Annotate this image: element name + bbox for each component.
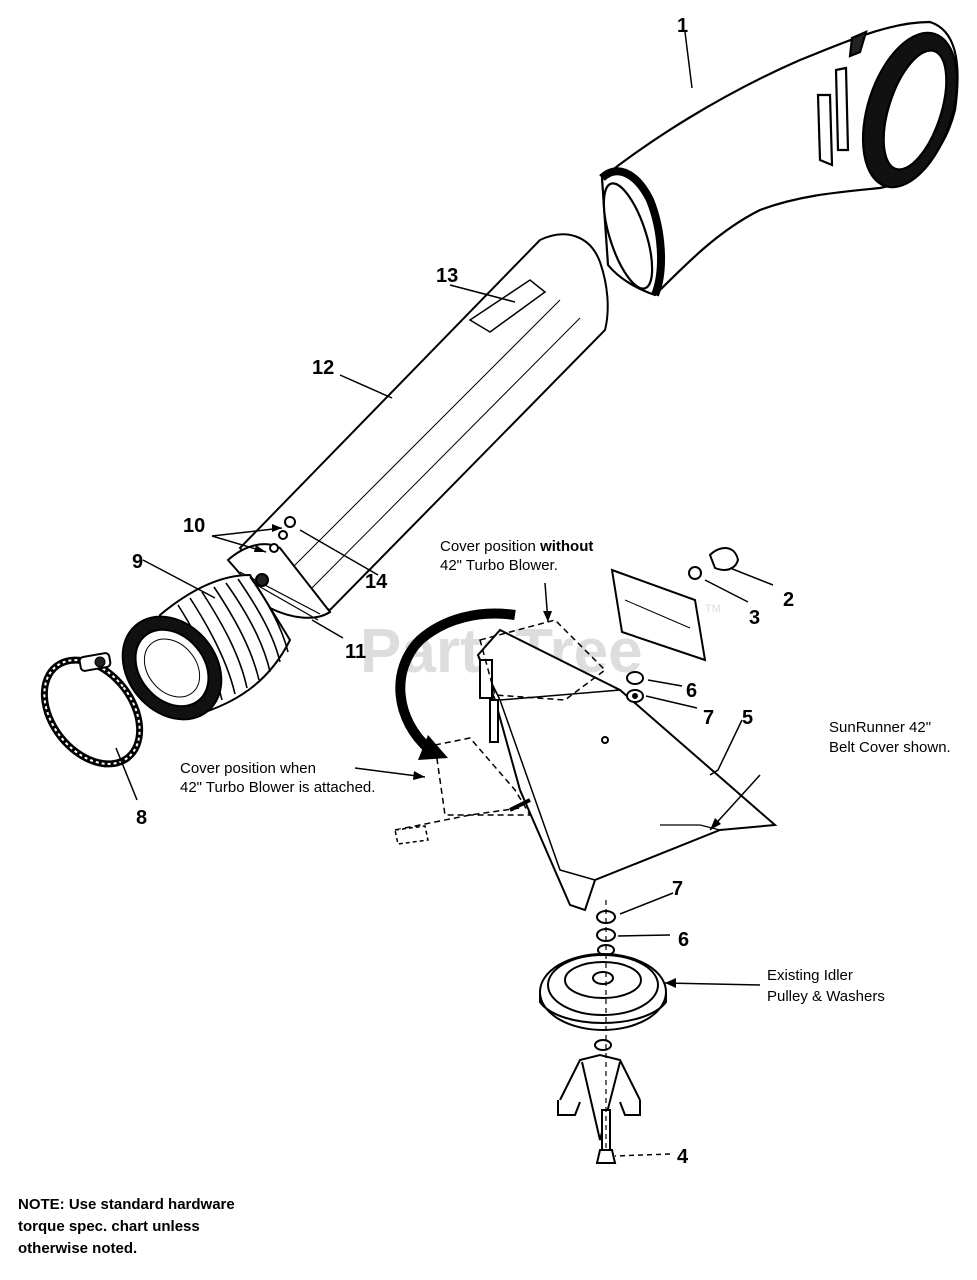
- caption-idler-line1: Existing Idler: [767, 967, 853, 984]
- caption-when-line2: 42" Turbo Blower is attached.: [180, 779, 375, 796]
- side-spring-part: [509, 798, 531, 812]
- part-number-6-lower: 6: [678, 929, 689, 951]
- rotation-arrow-icon: [395, 608, 516, 760]
- note-line-1: NOTE: Use standard hardware: [18, 1196, 235, 1213]
- deflector-elbow-part: [599, 20, 959, 297]
- dashed-cover-outline: [394, 737, 532, 831]
- leader-lines: [115, 31, 774, 1157]
- caption-when-line1: Cover position when: [180, 760, 316, 777]
- part-number-7-lower: 7: [672, 878, 683, 900]
- leader-arrowheads: [254, 524, 721, 988]
- side-bolt-part: [394, 825, 429, 845]
- part-number-8: 8: [136, 807, 147, 829]
- hardware-note: NOTE: Use standard hardware torque spec.…: [18, 1194, 338, 1260]
- caption-idler-line2: Pulley & Washers: [767, 988, 885, 1005]
- part-number-10: 10: [183, 515, 205, 537]
- part-number-9: 9: [132, 551, 143, 573]
- watermark-tm: TM: [705, 603, 721, 615]
- part-number-3: 3: [749, 607, 760, 629]
- belt-cover-part: [476, 628, 778, 912]
- part-number-5: 5: [742, 707, 753, 729]
- note-line-3: otherwise noted.: [18, 1240, 138, 1257]
- caption-without-line1: Cover position without: [440, 538, 593, 555]
- part-number-2: 2: [783, 589, 794, 611]
- part-number-13: 13: [436, 265, 458, 287]
- part-number-1: 1: [677, 15, 688, 37]
- caption-without-line2: 42" Turbo Blower.: [440, 557, 558, 574]
- note-line-2: torque spec. chart unless: [18, 1218, 200, 1235]
- hose-clamp-part: [40, 652, 144, 768]
- part-number-6-upper: 6: [686, 680, 697, 702]
- pulley-bracket-part: [557, 1039, 641, 1141]
- chute-tube-part: [226, 233, 609, 621]
- caption-sunrunner-line2: Belt Cover shown.: [829, 739, 951, 756]
- caption-sunrunner-line1: SunRunner 42": [829, 719, 931, 736]
- flex-hose-part: [121, 573, 292, 721]
- part-number-14: 14: [365, 571, 388, 593]
- upper-washers-part: [626, 671, 644, 703]
- part-number-11: 11: [345, 641, 366, 663]
- part-number-7-upper: 7: [703, 707, 714, 729]
- mounting-bracket-part: [610, 547, 740, 662]
- part-number-12: 12: [312, 357, 334, 379]
- dashed-upper-cover-outline: [479, 619, 607, 701]
- idler-pulley-part: [539, 953, 667, 1031]
- part-number-4: 4: [677, 1146, 689, 1168]
- lower-washers-part: [596, 910, 616, 956]
